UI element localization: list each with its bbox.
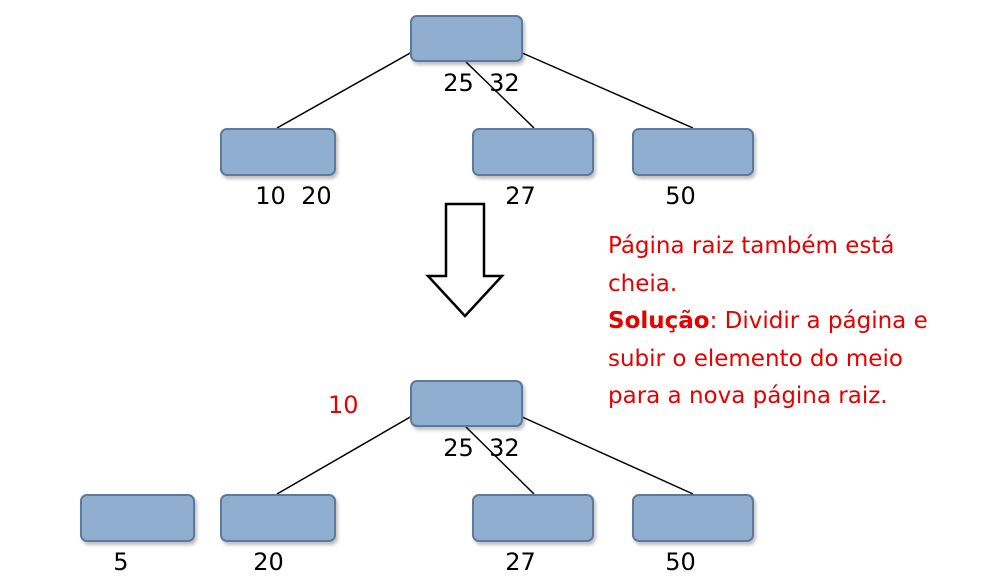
bottom-child-node-3: 27 bbox=[472, 494, 594, 576]
note-solution-label: Solução bbox=[608, 308, 710, 334]
promoted-key-label: 10 bbox=[328, 391, 359, 419]
bottom-root-node: 25 32 bbox=[410, 380, 523, 462]
note-line-1: Página raiz também está cheia. bbox=[608, 233, 895, 297]
down-arrow-icon bbox=[425, 202, 505, 318]
top-child-node-2: 27 bbox=[472, 128, 594, 210]
edge-bottom-root-left bbox=[276, 415, 413, 495]
edge-bottom-root-right bbox=[519, 415, 694, 495]
top-child-1-keys: 10 20 bbox=[255, 182, 332, 210]
bottom-child-node-2: 20 bbox=[220, 494, 336, 576]
bottom-child-4-keys: 50 bbox=[665, 548, 696, 576]
top-child-3-keys: 50 bbox=[665, 182, 696, 210]
edge-top-root-right bbox=[519, 51, 694, 129]
bottom-child-1-keys: 5 bbox=[113, 548, 129, 576]
top-root-keys: 25 32 bbox=[443, 69, 520, 97]
bottom-child-node-1: 5 bbox=[80, 494, 195, 576]
note-solution-text: : Dividir a página e subir o elemento do… bbox=[608, 308, 928, 409]
top-child-node-1: 10 20 bbox=[220, 128, 336, 210]
bottom-child-2-keys: 20 bbox=[253, 548, 284, 576]
bottom-child-node-4: 50 bbox=[632, 494, 754, 576]
bottom-child-3-keys: 27 bbox=[505, 548, 536, 576]
edge-top-root-mid bbox=[465, 61, 535, 129]
bottom-root-keys: 25 32 bbox=[443, 434, 520, 462]
top-child-2-keys: 27 bbox=[505, 182, 536, 210]
explanation-note: Página raiz também está cheia. Solução: … bbox=[608, 228, 948, 416]
top-child-node-3: 50 bbox=[632, 128, 754, 210]
top-root-node: 25 32 bbox=[410, 15, 523, 97]
edge-top-root-left bbox=[276, 51, 413, 129]
edge-bottom-root-mid bbox=[465, 426, 535, 495]
